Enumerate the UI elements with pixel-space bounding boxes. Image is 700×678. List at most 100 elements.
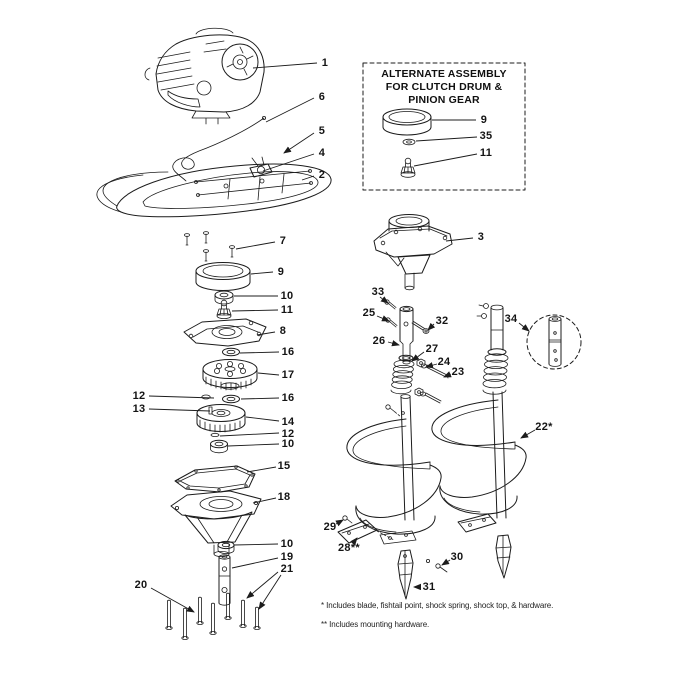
callout-1: 1: [321, 57, 329, 69]
small-screw-illustration: [384, 299, 398, 328]
gear-17-illustration: [202, 359, 258, 391]
callout-15: 15: [277, 460, 291, 472]
bearing-illustration: [214, 290, 234, 305]
gearbox-illustration: [373, 214, 453, 291]
leader-line: [250, 271, 274, 275]
callout-32: 32: [435, 315, 449, 327]
callout-9: 9: [480, 114, 488, 126]
leader-line: [239, 351, 280, 354]
screw-set-illustration: [183, 231, 235, 262]
leader-line: [425, 362, 438, 369]
pinion-gear-illustration: [216, 299, 232, 319]
callout-18: 18: [277, 491, 291, 503]
alt-box-title-line3: PINION GEAR: [408, 94, 480, 106]
leader-line: [235, 241, 276, 250]
leader-line: [257, 372, 280, 376]
leader-lines-layer: [148, 62, 536, 613]
callout-27: 27: [425, 343, 439, 355]
alt-box-title-line1: ALTERNATE ASSEMBLY: [381, 68, 507, 80]
callout-24: 24: [437, 356, 451, 368]
callout-33: 33: [371, 286, 385, 298]
leader-line: [265, 97, 315, 123]
callout-16: 16: [281, 346, 295, 358]
leader-line: [379, 296, 389, 304]
leader-line: [240, 397, 280, 400]
callout-10: 10: [281, 438, 295, 450]
clutch-plate-illustration: [183, 318, 267, 347]
leader-line: [387, 340, 400, 347]
leader-line: [301, 175, 315, 181]
output-shaft-illustration: [218, 554, 231, 606]
alternate-assembly-box: [362, 62, 526, 191]
callout-12: 12: [281, 428, 295, 440]
extension-shaft-illustration: [526, 314, 582, 370]
callout-16: 16: [281, 392, 295, 404]
footnote-hardware: ** Includes mounting hardware.: [321, 620, 430, 629]
leader-line: [227, 443, 280, 447]
callout-35: 35: [479, 130, 493, 142]
leader-line: [262, 153, 315, 172]
callout-12: 12: [132, 390, 146, 402]
callout-30: 30: [450, 551, 464, 563]
callout-3: 3: [477, 231, 485, 243]
leader-line: [413, 153, 478, 167]
shaft-adapter-illustration: [399, 305, 414, 365]
fishtail-point-illustration: [397, 549, 414, 600]
callout-6: 6: [318, 91, 326, 103]
blade-screw-illustration: [435, 563, 448, 573]
callout-14: 14: [281, 416, 295, 428]
alt-box-title-line2: FOR CLUTCH DRUM &: [385, 81, 503, 93]
footnote-blade: * Includes blade, fishtail point, shock …: [321, 601, 554, 610]
callout-29: 29: [323, 521, 337, 533]
callout-26: 26: [372, 335, 386, 347]
callout-22: 22*: [535, 421, 553, 433]
leader-line: [445, 237, 474, 242]
leader-line: [411, 351, 425, 362]
callout-5: 5: [318, 125, 326, 137]
leader-line: [520, 429, 536, 439]
leader-line: [245, 416, 280, 422]
callout-19: 19: [280, 551, 294, 563]
leader-line: [256, 331, 276, 336]
leader-line: [252, 62, 318, 69]
gear-housing-illustration: [170, 490, 262, 558]
leader-line: [246, 571, 279, 599]
callout-4: 4: [318, 147, 326, 159]
bolt-illustration: [411, 321, 430, 334]
handlebar-illustration: [96, 163, 332, 218]
right-auger-illustration: [431, 303, 527, 579]
callout-8: 8: [279, 325, 287, 337]
callout-7: 7: [279, 235, 287, 247]
shock-spring-illustration: [390, 354, 415, 395]
callout-23: 23: [451, 366, 465, 378]
bearing-illustration: [210, 439, 228, 454]
alt-pinion-illustration: [400, 157, 416, 178]
leader-line: [150, 587, 195, 613]
key-illustration: [210, 432, 220, 437]
left-auger-illustration: [346, 394, 442, 564]
leader-line: [258, 574, 282, 610]
leader-line: [231, 309, 279, 312]
callout-11: 11: [479, 147, 493, 159]
leader-line: [252, 497, 277, 504]
callout-25: 25: [362, 307, 376, 319]
clutch-drum-illustration: [195, 262, 251, 291]
bolt-set-illustration: [165, 592, 261, 641]
engine-illustration: [144, 27, 265, 125]
leader-line: [231, 557, 279, 569]
leader-line: [441, 558, 451, 566]
alt-clutch-drum-illustration: [382, 108, 432, 136]
leader-line: [219, 432, 280, 437]
gear-14-illustration: [196, 404, 246, 433]
callout-10: 10: [280, 538, 294, 550]
callout-21: 21: [280, 563, 294, 575]
callout-13: 13: [132, 403, 146, 415]
leader-line: [148, 395, 215, 399]
gasket-illustration: [174, 465, 256, 493]
washer-illustration: [222, 394, 240, 404]
leader-line: [443, 371, 452, 378]
callout-10: 10: [280, 290, 294, 302]
leader-line: [376, 315, 390, 322]
